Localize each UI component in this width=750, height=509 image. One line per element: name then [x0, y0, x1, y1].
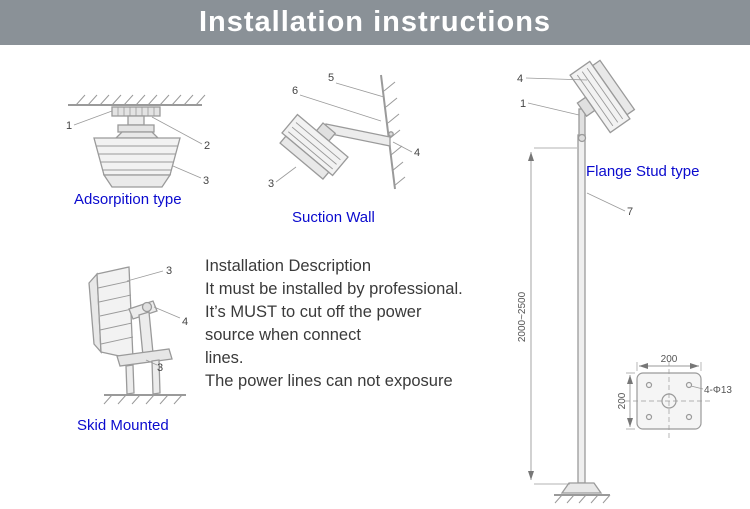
bracket-screw [388, 131, 394, 137]
lamp-fins [287, 122, 341, 170]
ground-hatch [554, 494, 611, 504]
lamp-fins [97, 280, 134, 345]
ceiling-hatch [75, 94, 206, 106]
base-plate [116, 348, 173, 367]
flange-stud-type-label: Flange Stud type [586, 163, 700, 180]
flange-plate-detail [625, 361, 713, 441]
lamp-lens [102, 174, 172, 188]
description-line: It must be installed by professional. [205, 280, 463, 298]
header-banner: Installation instructions [0, 0, 750, 45]
lamp-fins [576, 67, 624, 127]
flange-holes-label: 4-Φ13 [704, 385, 732, 396]
leader-lines [275, 82, 413, 183]
adsorption-type-label: Adsorpition type [74, 191, 182, 208]
mount-bar [117, 124, 155, 133]
stand-post [138, 311, 154, 357]
diagram-canvas: 1 2 3 5 6 4 3 [0, 45, 750, 509]
description-line: lines. [205, 349, 244, 367]
skid-diagram [88, 266, 186, 405]
lamp-neck [114, 131, 160, 139]
description-line: source when connect [205, 326, 361, 344]
stem-joint [577, 133, 587, 143]
pivot-joint [141, 301, 153, 313]
base-leg [125, 364, 135, 395]
leader-lines [525, 77, 626, 212]
flange-dim-top: 200 [661, 354, 678, 365]
ground-hatch [103, 394, 183, 405]
adsorption-callout-2: 2 [204, 140, 210, 152]
flange-lamp [569, 59, 636, 134]
description-line: The power lines can not exposure [205, 372, 453, 390]
bolt-hole [685, 381, 693, 389]
lamp-body [93, 137, 181, 176]
pole [577, 134, 586, 484]
flange-callout-7: 7 [627, 206, 633, 218]
bolt-hole [645, 381, 653, 389]
dim-extension-lines [626, 362, 702, 430]
skid-callout-4: 4 [182, 316, 188, 328]
lamp-fins [96, 145, 178, 171]
skid-callout-3-top: 3 [166, 265, 172, 277]
suction-wall-diagram [275, 74, 413, 190]
flange-dim-side: 200 [617, 392, 628, 409]
page-title: Installation instructions [198, 6, 552, 38]
leader-lines [126, 270, 181, 366]
pole-base [560, 482, 603, 494]
suction-callout-5: 5 [328, 72, 334, 84]
pole-height-dimension: 2000~2500 [517, 291, 528, 342]
dim-extension-lines [534, 147, 577, 485]
flange-stud-diagram [525, 59, 636, 504]
centerlines [625, 361, 713, 441]
skid-mounted-label: Skid Mounted [77, 417, 169, 434]
base-leg [151, 359, 161, 395]
suction-lamp [279, 113, 349, 181]
wall-hatch [383, 81, 406, 187]
bolt-hole [645, 413, 653, 421]
skid-callout-3-bottom: 3 [157, 362, 163, 374]
description-line: It’s MUST to cut off the power [205, 303, 422, 321]
wall-line [380, 74, 396, 190]
suction-callout-3: 3 [268, 178, 274, 190]
bolt-hole [685, 413, 693, 421]
line-art: 1 2 3 5 6 4 3 [66, 59, 732, 504]
suction-callout-4: 4 [414, 147, 420, 159]
adsorption-callout-3: 3 [203, 175, 209, 187]
wall-bracket [325, 123, 391, 147]
center-hole [661, 393, 677, 409]
holes-leader [690, 385, 704, 390]
adsorption-callout-1: 1 [66, 120, 72, 132]
description-title: Installation Description [205, 257, 371, 275]
flange-callout-4: 4 [517, 73, 523, 85]
mount-stem [127, 115, 145, 126]
suction-callout-6: 6 [292, 85, 298, 97]
flange-callout-1: 1 [520, 98, 526, 110]
installation-description: Installation Description It must be inst… [205, 255, 495, 393]
lamp-lens [279, 135, 330, 181]
suction-wall-label: Suction Wall [292, 209, 375, 226]
adsorption-diagram [68, 94, 206, 188]
leader-lines [73, 110, 203, 179]
